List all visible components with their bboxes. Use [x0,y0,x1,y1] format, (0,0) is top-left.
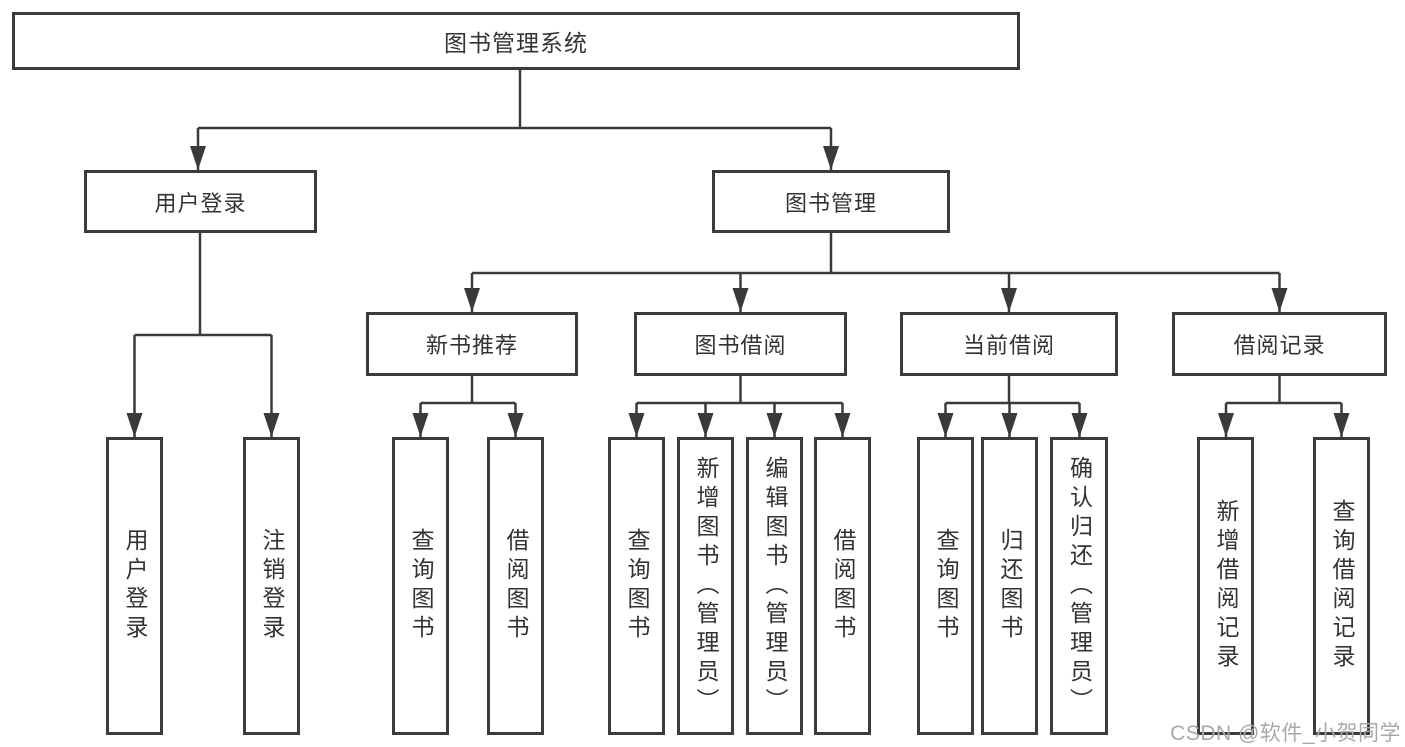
node-root-library-system: 图书管理系统 [12,12,1020,70]
leaf-label: 新增借阅记录 [1213,499,1239,673]
leaf-label: 查询图书 [408,528,434,644]
node-label: 图书管理 [784,190,877,216]
leaf-confirm-return-admin: 确认归还（管理员） [1050,437,1108,735]
leaf-label: 查询图书 [933,528,959,644]
leaf-label: 新增图书（管理员） [693,455,719,717]
leaf-borrow-books-recommend: 借阅图书 [487,437,544,735]
node-current-borrow: 当前借阅 [900,312,1118,376]
leaf-return-books: 归还图书 [981,437,1038,735]
node-user-login: 用户登录 [84,170,317,233]
csdn-watermark: CSDN @软件_小贺同学 [1170,722,1401,745]
leaf-label: 借阅图书 [503,528,529,644]
node-label: 图书管理系统 [444,30,588,56]
leaf-query-books-recommend: 查询图书 [392,437,449,735]
leaf-label: 归还图书 [997,528,1023,644]
node-label: 新书推荐 [425,333,518,358]
leaf-label: 借阅图书 [830,528,856,644]
leaf-edit-books-admin: 编辑图书（管理员） [746,437,803,735]
node-new-book-recommend: 新书推荐 [366,312,578,376]
node-label: 当前借阅 [962,333,1055,358]
leaf-user-login: 用户登录 [106,437,163,735]
node-borrow-records: 借阅记录 [1172,312,1387,376]
leaf-borrow-books: 借阅图书 [814,437,871,735]
leaf-logout: 注销登录 [243,437,300,735]
leaf-label: 编辑图书（管理员） [762,455,788,717]
node-label: 借阅记录 [1233,333,1326,358]
node-label: 用户登录 [154,190,247,216]
node-book-borrow: 图书借阅 [634,312,847,376]
leaf-label: 用户登录 [122,528,148,644]
arrowhead-icons [126,146,1350,437]
node-label: 图书借阅 [694,333,787,358]
leaf-query-books-current: 查询图书 [917,437,974,735]
leaf-add-books-admin: 新增图书（管理员） [677,437,734,735]
leaf-label: 查询借阅记录 [1329,499,1355,673]
leaf-label: 注销登录 [259,528,285,644]
leaf-label: 确认归还（管理员） [1066,455,1093,717]
leaf-query-borrow-record: 查询借阅记录 [1313,437,1370,735]
leaf-label: 查询图书 [624,528,650,644]
leaf-query-books-borrow: 查询图书 [608,437,665,735]
node-book-management: 图书管理 [712,170,950,233]
leaf-add-borrow-record: 新增借阅记录 [1197,437,1254,735]
